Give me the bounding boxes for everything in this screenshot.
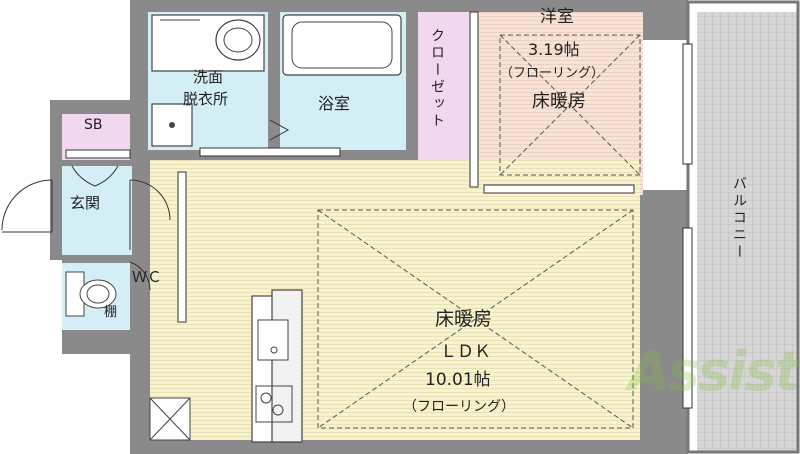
washbasin-icon bbox=[151, 14, 265, 72]
entrance-floor bbox=[62, 166, 132, 255]
laundry-pan-icon bbox=[151, 103, 193, 147]
walls bbox=[50, 0, 688, 454]
wc-label: ＷＣ bbox=[132, 268, 163, 286]
ldk-size: 10.01帖 bbox=[425, 370, 491, 390]
entrance-label: 玄関 bbox=[70, 194, 101, 212]
bath-door-icon bbox=[269, 119, 290, 141]
shelf-label: 棚 bbox=[104, 305, 118, 320]
ldk-floor-type: （フローリング） bbox=[403, 399, 515, 415]
balcony-rail bbox=[686, 0, 800, 454]
ldk-heating: 床暖房 bbox=[435, 308, 493, 330]
bath-label: 浴室 bbox=[318, 94, 351, 113]
western-room-floor-type: （フローリング） bbox=[500, 66, 605, 81]
balcony-floor bbox=[697, 12, 797, 452]
toilet-icon bbox=[65, 271, 117, 317]
ldk-name: ＬＤＫ bbox=[440, 342, 491, 362]
windows bbox=[682, 43, 693, 409]
kitchen-counter bbox=[251, 289, 303, 443]
washroom-label-2: 脱衣所 bbox=[183, 90, 229, 108]
shoe-box-doors bbox=[65, 149, 131, 187]
floor-heating-ldk bbox=[317, 209, 634, 429]
western-room-heating: 床暖房 bbox=[532, 91, 586, 112]
western-room-door bbox=[483, 184, 635, 194]
ldk-upper-floor bbox=[418, 183, 478, 195]
washroom-sliding-door bbox=[199, 147, 341, 157]
washroom-label-1: 洗面 bbox=[193, 68, 224, 86]
entrance-door-icon bbox=[1, 179, 53, 233]
western-room-size: 3.19帖 bbox=[528, 40, 580, 59]
assist-watermark: Assist bbox=[628, 340, 800, 403]
closet-label: クローゼット bbox=[429, 28, 445, 130]
sb-label: SB bbox=[84, 117, 103, 133]
corridor-sliding-door bbox=[177, 171, 187, 323]
wc-door bbox=[129, 261, 151, 291]
entrance-step bbox=[129, 179, 171, 250]
bathtub-icon bbox=[282, 14, 402, 76]
closet-door bbox=[469, 11, 479, 188]
balcony-label: バルコニー bbox=[731, 176, 747, 261]
fridge-space-icon bbox=[149, 397, 191, 441]
closet-floor bbox=[418, 12, 472, 183]
western-room-name: 洋室 bbox=[540, 7, 574, 27]
floor-heating-western bbox=[499, 34, 641, 176]
